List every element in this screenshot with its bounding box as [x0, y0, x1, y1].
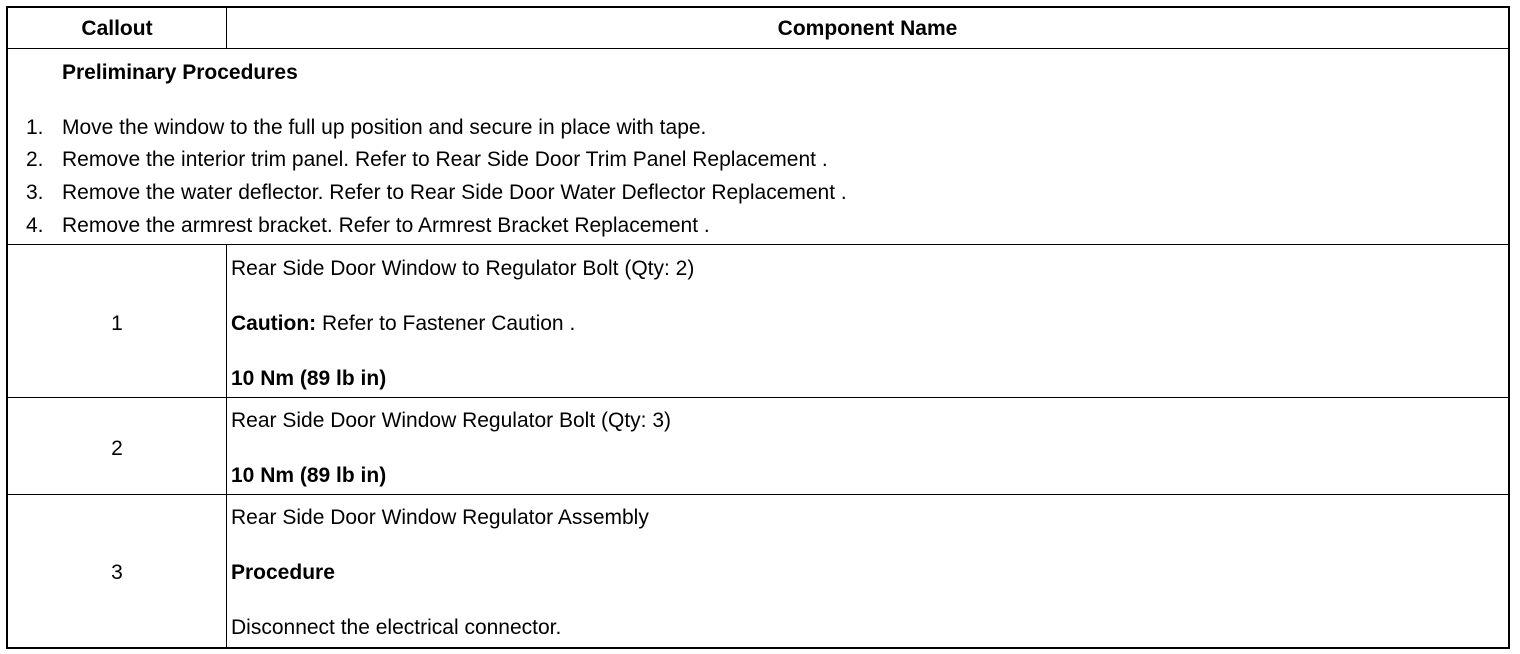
row-3-callout: 3 — [111, 561, 123, 584]
row-2-callout: 2 — [111, 437, 123, 460]
row-3-component-name: Rear Side Door Window Regulator Assembly — [231, 506, 649, 529]
step-number: 4. — [26, 214, 44, 237]
step-number: 3. — [26, 181, 44, 204]
row-1-bottom-rule — [8, 397, 1508, 398]
row-3-procedure-text: Disconnect the electrical connector. — [231, 616, 562, 639]
row-1-torque: 10 Nm (89 lb in) — [231, 367, 387, 390]
caution-label: Caution: — [231, 312, 317, 335]
row-2-bottom-rule — [8, 494, 1508, 495]
step-text: Remove the armrest bracket. Refer to Arm… — [62, 214, 710, 237]
step-text: Remove the interior trim panel. Refer to… — [62, 148, 828, 171]
row-2-torque: 10 Nm (89 lb in) — [231, 464, 387, 487]
header-divider — [226, 8, 227, 48]
row-3-procedure-label: Procedure — [231, 561, 335, 584]
preliminary-bottom-rule — [8, 244, 1508, 245]
step-number: 2. — [26, 148, 44, 171]
step-text: Move the window to the full up position … — [62, 116, 707, 139]
header-bottom-rule — [8, 48, 1508, 49]
procedure-table: Callout Component Name Preliminary Proce… — [6, 6, 1510, 649]
row-1-caution: Caution: Refer to Fastener Caution . — [231, 312, 575, 336]
column-divider — [226, 244, 227, 647]
step-number: 1. — [26, 116, 44, 139]
callout-header: Callout — [81, 17, 153, 40]
component-name-header: Component Name — [777, 17, 958, 40]
row-1-callout: 1 — [111, 312, 123, 335]
caution-text: Refer to Fastener Caution . — [316, 312, 576, 335]
preliminary-title: Preliminary Procedures — [62, 61, 298, 84]
step-text: Remove the water deflector. Refer to Rea… — [62, 181, 847, 204]
row-1-component-name: Rear Side Door Window to Regulator Bolt … — [231, 257, 695, 280]
row-2-component-name: Rear Side Door Window Regulator Bolt (Qt… — [231, 409, 672, 432]
